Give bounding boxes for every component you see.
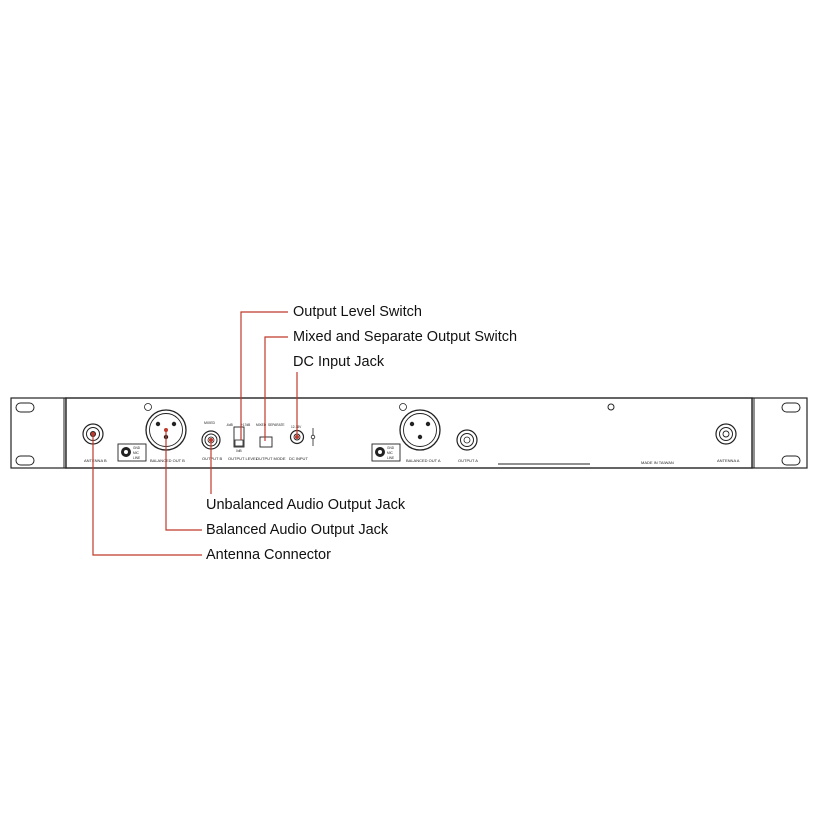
rack-ear-right [751,397,808,469]
dc-input-label: DC INPUT [289,456,308,461]
balanced-out-a-label: BALANCED OUT A [406,458,441,463]
zerodb-label: 0dB [236,449,242,453]
antenna-b-label: ANTENNA B [84,458,107,463]
mic-label-a: MIC [387,451,394,455]
output-level-switch: -6dB +17dB 0dB OUTPUT LEVEL [226,423,259,461]
callout-dc-input-jack: DC Input Jack [293,354,385,370]
plus17db-label: +17dB [241,423,250,427]
antenna-a-label: ANTENNA A [717,458,740,463]
line-label-b: LINE [133,456,140,460]
made-in-label: MADE IN TAIWAN [641,460,674,465]
output-a-label: OUTPUT A [458,458,478,463]
rack-ear-left [10,397,67,469]
ground-lift-label-b: GND [133,446,141,450]
output-mode-switch: MIXED SEPARATE OUTPUT MODE [256,423,286,461]
ground-lift-label-a: GND [387,446,395,450]
leader-antenna [92,434,202,556]
output-mode-label: OUTPUT MODE [256,456,286,461]
output-b-label: OUTPUT B [202,456,222,461]
panel-screw [607,403,615,411]
antenna-a-connector: ANTENNA A [715,423,740,463]
mixed-small-label: MIXED [256,423,267,427]
leader-output-level [240,311,288,440]
line-label-a: LINE [387,456,394,460]
mic-label-b: MIC [133,451,140,455]
callout-mixed-separate-switch: Mixed and Separate Output Switch [293,329,518,345]
mixed-label: MIXED [204,421,216,425]
callout-balanced-output-jack: Balanced Audio Output Jack [206,522,389,538]
callout-antenna-connector: Antenna Connector [206,547,331,563]
callout-output-level-switch: Output Level Switch [293,304,422,320]
leader-balanced [165,430,202,531]
balanced-out-a-xlr: GND MIC LINE BALANCED OUT A [371,403,441,463]
leader-output-mode [264,336,288,441]
output-level-label: OUTPUT LEVEL [228,456,259,461]
callout-unbalanced-output-jack: Unbalanced Audio Output Jack [206,497,406,513]
minus6db-label: -6dB [226,423,233,427]
leader-endpoints [91,428,299,442]
separate-label: SEPARATE [268,423,285,427]
output-a-jack: OUTPUT A [456,429,478,463]
leader-lines [92,311,298,556]
balanced-out-b-label: BALANCED OUT B [150,458,185,463]
